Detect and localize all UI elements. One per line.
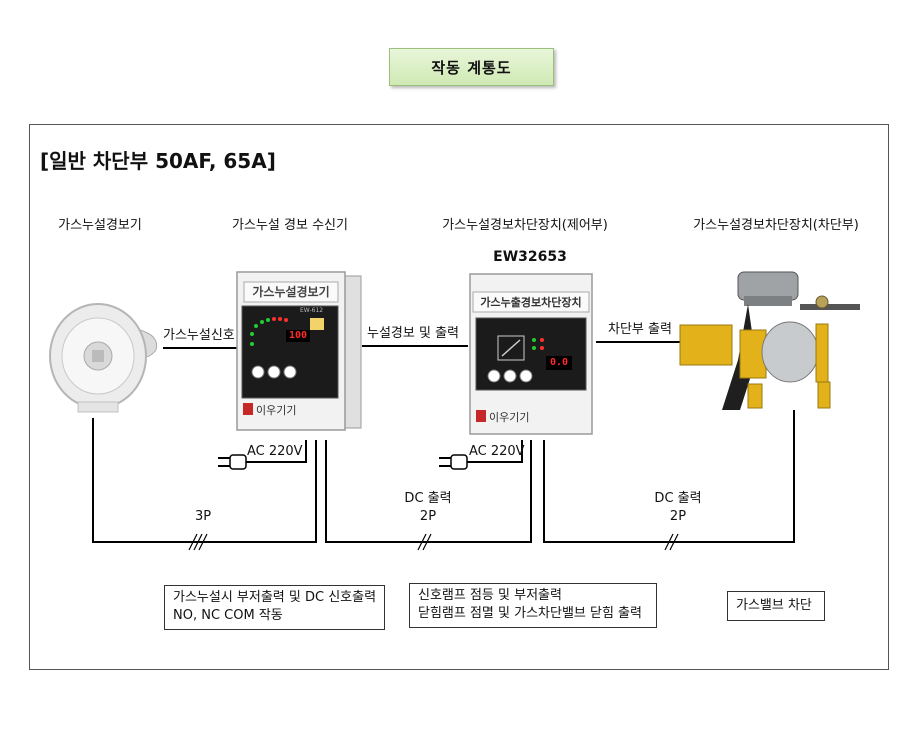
plug-icon-1 [218,454,247,470]
wire-label-dc-2-pins: 2P [669,509,687,524]
wire-label-dc-2: DC 출력 2P [654,490,701,526]
wire-label-dc-2-type: DC 출력 [654,491,702,506]
note-controller: 신호램프 점등 및 부저출력 닫힘램프 점멸 및 가스차단밸브 닫힘 출력 [409,583,657,628]
shutoff-label: 가스누설경보차단장치(차단부) [693,218,859,233]
receiver-label: 가스누설 경보 수신기 [232,218,348,233]
detector-label: 가스누설경보기 [58,218,142,233]
signal-label-controller: 차단부 출력 [608,322,672,337]
receiver-brand: 이우기기 [256,404,297,417]
note-2-line2: 닫힘램프 점멸 및 가스차단밸브 닫힘 출력 [418,606,642,621]
note-3-line1: 가스밸브 차단 [736,598,812,613]
note-detector-receiver: 가스누설시 부저출력 및 DC 신호출력 NO, NC COM 작동 [164,585,385,630]
wire-label-dc-1-type: DC 출력 [404,491,452,506]
controller-panel-title: 가스누출경보차단장치 [480,296,582,309]
diagram-frame [29,124,889,670]
receiver-panel-icon [236,271,362,431]
receiver-display: 100 [288,330,308,341]
wire-label-dc-1: DC 출력 2P [404,490,451,526]
power-cord-1 [246,440,307,463]
wire-label-3p: 3P [194,509,212,524]
controller-label: 가스누설경보차단장치(제어부) [442,218,608,233]
signal-label-detector: 가스누설신호 [163,328,235,343]
controller-brand: 이우기기 [489,411,530,424]
note-2-line1: 신호램프 점등 및 부저출력 [418,588,562,603]
note-1-line1: 가스누설시 부저출력 및 DC 신호출력 [173,590,377,605]
controller-panel-icon [469,273,593,435]
power-label-receiver: AC 220V [247,444,303,459]
plug-icon-2 [439,454,468,470]
wire-label-dc-1-pins: 2P [419,509,437,524]
wire-3p [92,418,317,543]
power-cord-2 [467,440,523,463]
diagram-title: 작동 계통도 [389,48,554,86]
note-1-line2: NO, NC COM 작동 [173,608,283,623]
signal-label-receiver: 누설경보 및 출력 [367,326,459,341]
wire-dc-1 [325,440,532,543]
note-shutoff: 가스밸브 차단 [727,591,825,621]
receiver-model-small: EW-612 [300,307,324,314]
section-title: [일반 차단부 50AF, 65A] [40,149,276,173]
power-label-controller: AC 220V [469,444,525,459]
controller-display: 0.0 [549,357,569,368]
receiver-panel-title: 가스누설경보기 [252,285,330,299]
gas-detector-icon [49,303,158,413]
shutoff-valve-icon [679,271,860,410]
controller-model: EW32653 [493,249,567,265]
